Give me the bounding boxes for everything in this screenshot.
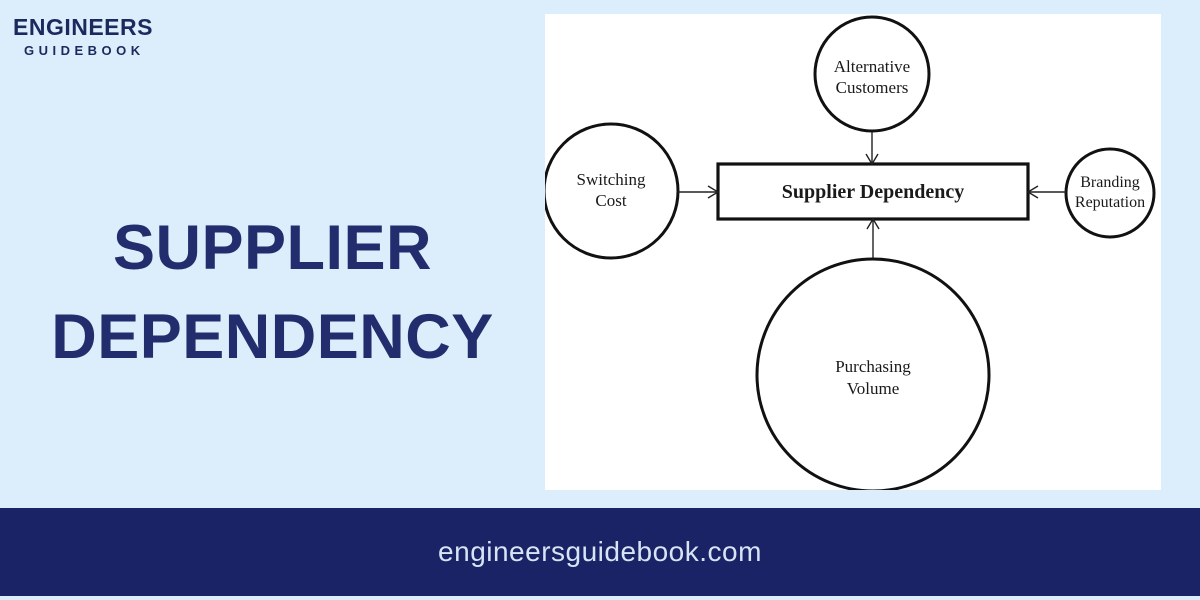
- alternative-customers-node: [813, 15, 931, 133]
- brand-logo-line2: GUIDEBOOK: [24, 43, 145, 58]
- arrow-from-branding-reputation: [1026, 185, 1066, 199]
- purchasing-volume-node: [755, 257, 991, 490]
- supplier-dependency-diagram: Alternative Customers Switching Cost Bra…: [545, 15, 1156, 490]
- page-title-line1: SUPPLIER: [112, 213, 433, 283]
- footer-site-url: engineersguidebook.com: [438, 536, 762, 567]
- page-title-line2: DEPENDENCY: [51, 302, 494, 372]
- alternative-customers-label-line1: Alternative: [834, 57, 910, 76]
- branding-reputation-label-line2: Reputation: [1075, 194, 1145, 211]
- branding-reputation-node: [1064, 147, 1156, 239]
- switching-cost-node: [545, 122, 680, 260]
- branding-reputation-label-line1: Branding: [1080, 174, 1140, 191]
- purchasing-volume-label-line1: Purchasing: [835, 357, 911, 376]
- switching-cost-label-line2: Cost: [595, 191, 626, 210]
- brand-logo: ENGINEERS GUIDEBOOK: [13, 14, 153, 58]
- page-title: SUPPLIER DEPENDENCY: [0, 204, 545, 382]
- supplier-dependency-box-label: Supplier Dependency: [782, 181, 964, 203]
- brand-logo-line1: ENGINEERS: [13, 14, 153, 40]
- diagram-panel: Alternative Customers Switching Cost Bra…: [545, 14, 1161, 490]
- footer-bar: engineersguidebook.com: [0, 508, 1200, 596]
- switching-cost-label-line1: Switching: [577, 170, 646, 189]
- purchasing-volume-label-line2: Volume: [847, 379, 900, 398]
- arrow-from-purchasing-volume: [866, 217, 880, 258]
- arrow-from-switching-cost: [678, 185, 720, 199]
- arrow-from-alternative-customers: [865, 132, 879, 166]
- alternative-customers-label-line2: Customers: [836, 78, 909, 97]
